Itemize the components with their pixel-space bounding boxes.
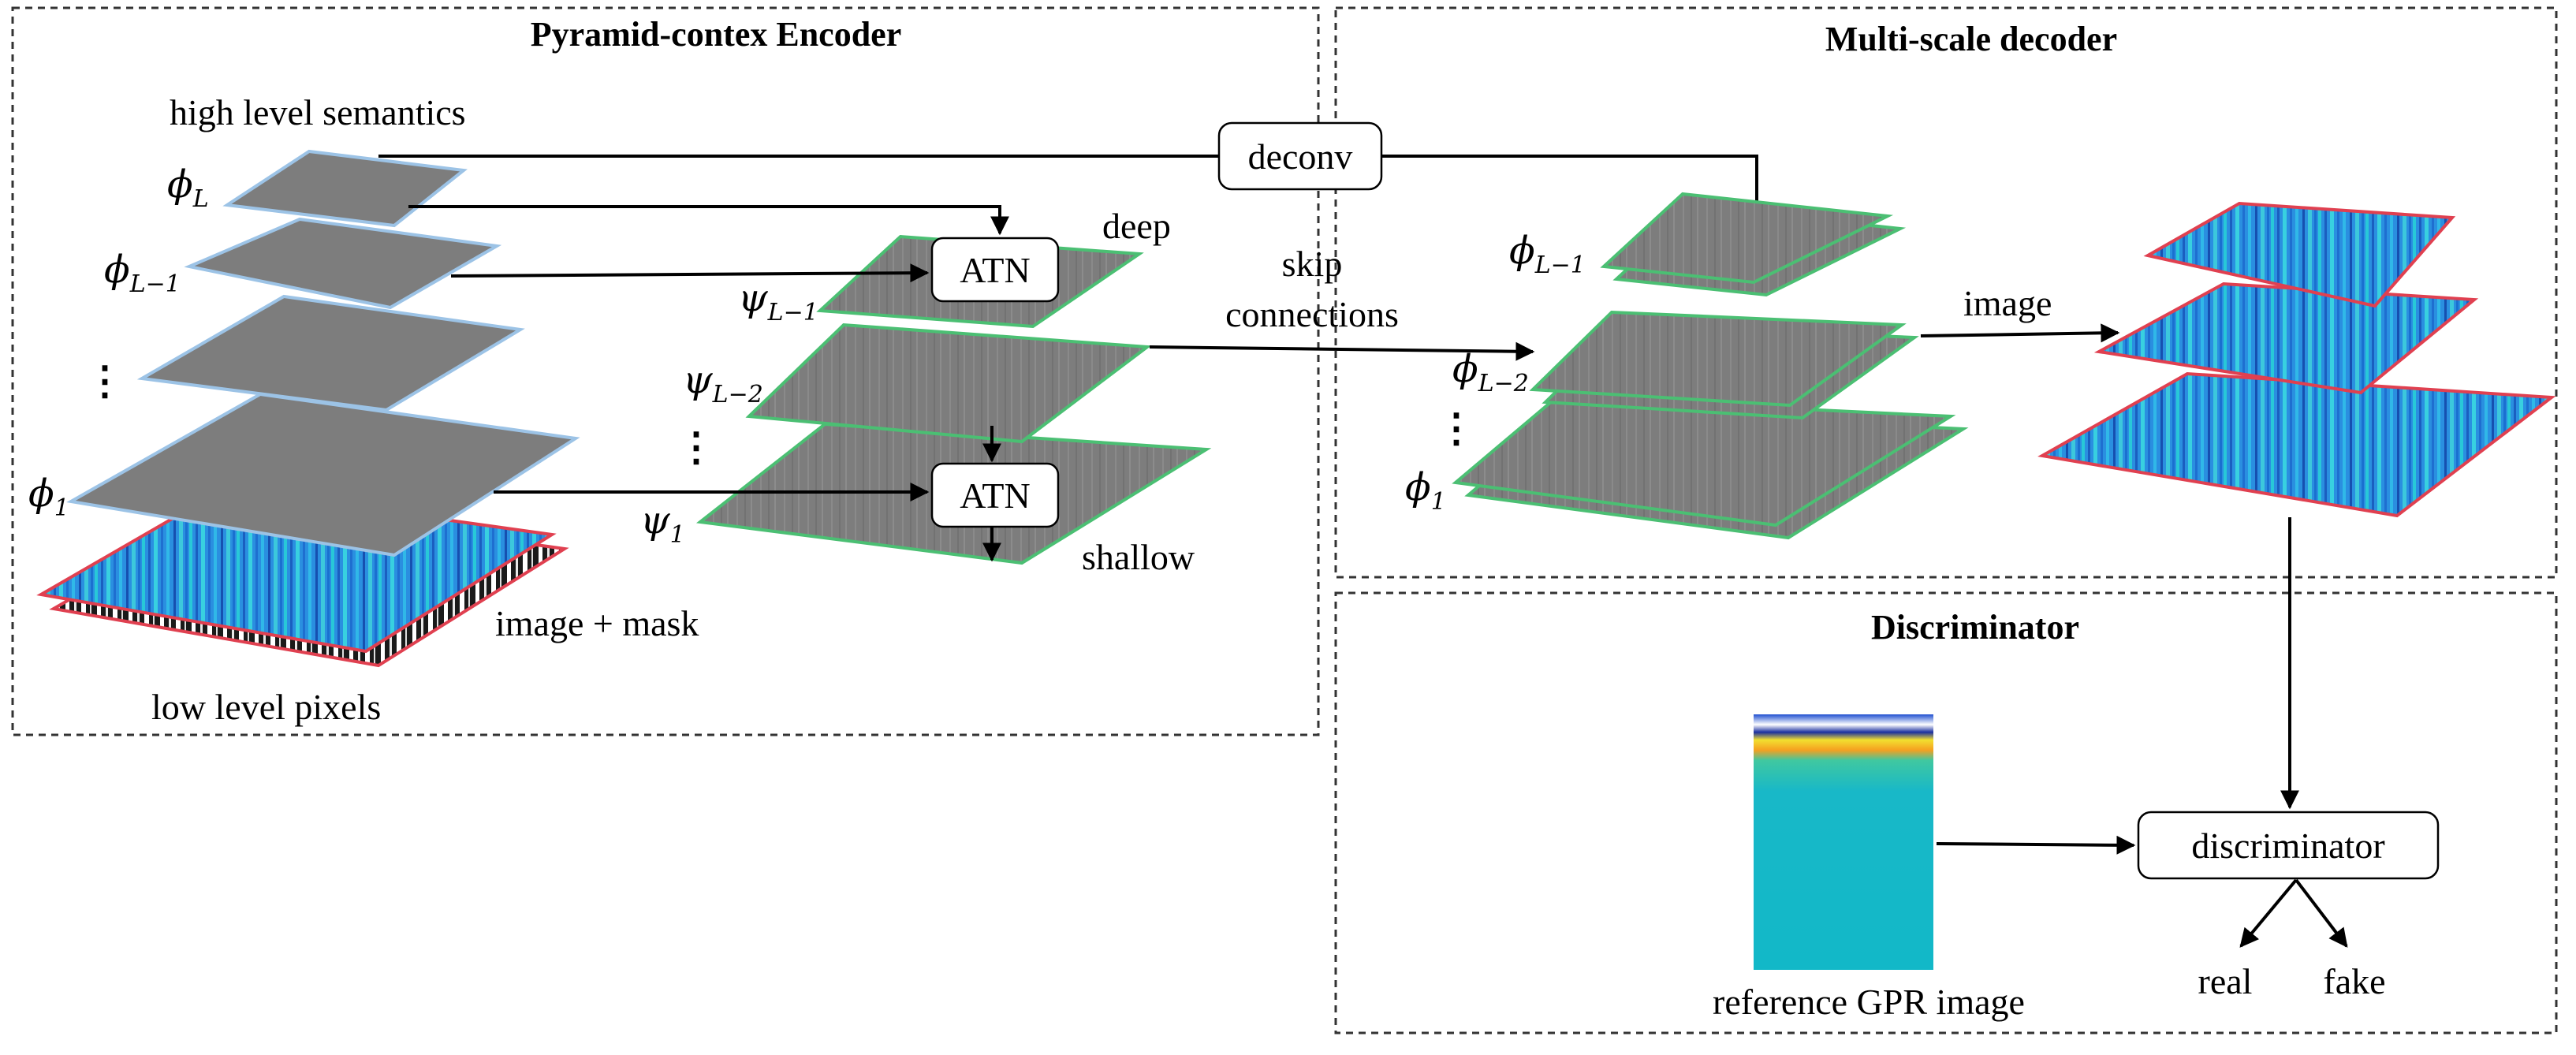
arrow-phiL-to-atn — [408, 205, 1009, 236]
decoder-phi-L-2-symbol: ϕL−2 — [1452, 347, 1529, 397]
skip-label-line1: skip — [1282, 244, 1343, 284]
decoder-image-label: image — [1963, 283, 2052, 323]
skip-label-line2: connections — [1225, 294, 1399, 334]
discriminator-region — [1334, 591, 2558, 1034]
fake-label: fake — [2323, 961, 2385, 1001]
high-level-label: high level semantics — [170, 92, 466, 132]
low-level-label: low level pixels — [151, 687, 381, 727]
phi-L-symbol: ϕL — [167, 162, 209, 213]
encoder-dots-right: ⋮ — [677, 423, 716, 470]
phi-L-layer — [222, 149, 468, 228]
decoder-phi-L-2-layer — [1529, 310, 1907, 408]
arrow-phiL1-to-atn — [450, 263, 930, 283]
decoder-title: Multi-scale decoder — [1825, 20, 2117, 58]
psi-L-2-symbol: ψL−2 — [683, 358, 763, 408]
svg-text:discriminator: discriminator — [2191, 826, 2384, 866]
phi-L-1-symbol: ϕL−1 — [104, 248, 181, 298]
phi-1-symbol: ϕ1 — [28, 472, 69, 522]
output-image-small — [2143, 201, 2456, 308]
arrow-reference-to-discriminator — [1936, 835, 2136, 855]
decoder-phi-1-symbol: ϕ1 — [1405, 465, 1446, 516]
real-label: real — [2198, 961, 2253, 1001]
psi-L-2-layer — [745, 322, 1152, 444]
arrow-to-real — [2239, 878, 2298, 948]
encoder-dots-left: ⋮ — [85, 357, 125, 404]
discriminator-box: discriminator — [2137, 811, 2440, 880]
psi-1-symbol: ψ1 — [640, 498, 685, 549]
phi-mid-layer — [136, 294, 525, 412]
reference-label: reference GPR image — [1713, 982, 2025, 1022]
encoder-title: Pyramid-contex Encoder — [531, 15, 901, 54]
shallow-label: shallow — [1082, 537, 1195, 577]
phi-1-layer — [66, 392, 580, 557]
decoder-phi-1-layer — [1452, 395, 1956, 528]
svg-text:deconv: deconv — [1248, 136, 1353, 177]
arrow-skip-connections — [1149, 341, 1535, 361]
output-image-large — [2037, 371, 2556, 518]
svg-text:ATN: ATN — [960, 475, 1030, 516]
discriminator-title: Discriminator — [1871, 608, 2079, 647]
deep-label: deep — [1102, 206, 1171, 246]
arrow-decoder-to-image — [1920, 323, 2120, 343]
atn-box-top: ATN — [930, 237, 1060, 303]
decoder-phi-L-1-layer — [1600, 192, 1894, 285]
decoder-region — [1334, 6, 2558, 579]
output-image-medium — [2093, 281, 2479, 395]
decoder-phi-L-1-symbol: ϕL−1 — [1509, 229, 1586, 279]
svg-text:ATN: ATN — [960, 250, 1030, 290]
arrow-to-fake — [2295, 878, 2348, 948]
reference-gpr-image — [1754, 714, 1933, 970]
deconv-box: deconv — [1217, 121, 1383, 191]
psi-L-1-symbol: ψL−1 — [738, 276, 818, 326]
atn-box-bottom: ATN — [930, 462, 1060, 528]
input-label: image + mask — [495, 603, 699, 643]
phi-L-1-layer — [184, 217, 502, 310]
decoder-dots: ⋮ — [1437, 404, 1476, 451]
encoder-region — [11, 6, 1320, 736]
